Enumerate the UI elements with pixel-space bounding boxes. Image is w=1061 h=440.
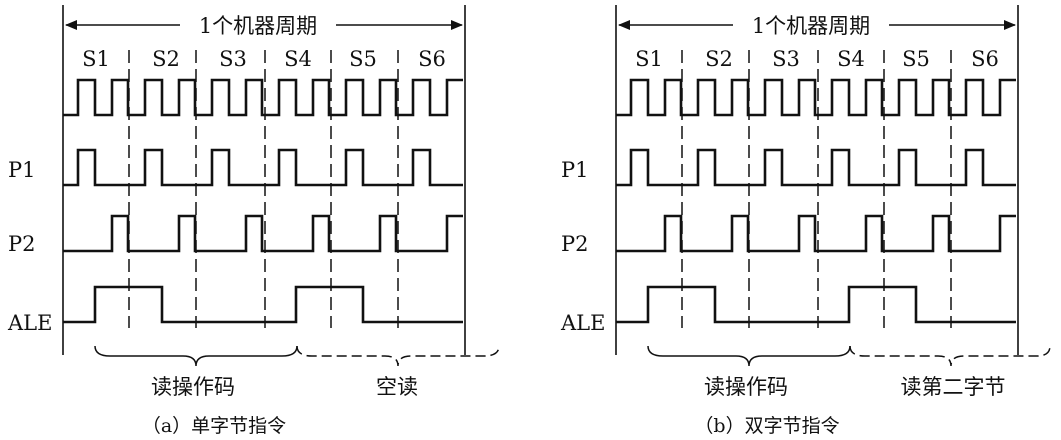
state-label-s3: S3 [219,47,247,71]
signal-label-p1: P1 [561,158,589,182]
brace-label-second: 空读 [376,375,418,399]
state-label-s4: S4 [837,47,865,71]
p2-waveform [63,214,463,253]
brace-label-read-opcode: 读操作码 [151,375,235,399]
period-label: 1个机器周期 [752,14,870,38]
signal-label-p2: P2 [8,232,36,256]
state-label-s4: S4 [284,47,312,71]
state-label-s5: S5 [349,47,377,71]
clock-waveform [616,78,1016,117]
diagram-a: 1个机器周期 S1 S2 S3 S4 S5 S6 P1 P2 ALE 读操作码 … [7,5,500,437]
caption: （a）单字节指令 [142,415,286,437]
ale-waveform [63,285,463,324]
period-label: 1个机器周期 [199,14,317,38]
caption: （b）双字节指令 [694,415,839,437]
signal-label-ale: ALE [560,311,605,335]
diagram-b: 1个机器周期 S1 S2 S3 S4 S5 S6 P1 P2 ALE 读操作码 … [560,5,1051,437]
brace-label-second: 读第二字节 [901,375,1006,399]
state-labels: S1 S2 S3 S4 S5 S6 [82,47,446,71]
p1-waveform [616,148,1016,187]
state-labels: S1 S2 S3 S4 S5 S6 [635,47,999,71]
state-label-s3: S3 [772,47,800,71]
brace-second [296,345,500,367]
brace-second [849,345,1051,367]
ale-waveform [616,285,1016,324]
p2-waveform [616,214,1016,253]
brace-read-opcode [94,345,298,367]
state-label-s5: S5 [902,47,930,71]
state-label-s6: S6 [418,47,446,71]
state-label-s1: S1 [635,47,663,71]
brace-label-read-opcode: 读操作码 [704,375,788,399]
signal-label-p1: P1 [8,158,36,182]
state-label-s2: S2 [152,47,180,71]
p1-waveform [63,148,463,187]
clock-waveform [63,78,463,117]
state-label-s6: S6 [971,47,999,71]
state-label-s1: S1 [82,47,110,71]
brace-read-opcode [647,345,851,367]
signal-label-ale: ALE [7,311,52,335]
state-label-s2: S2 [705,47,733,71]
signal-label-p2: P2 [561,232,589,256]
